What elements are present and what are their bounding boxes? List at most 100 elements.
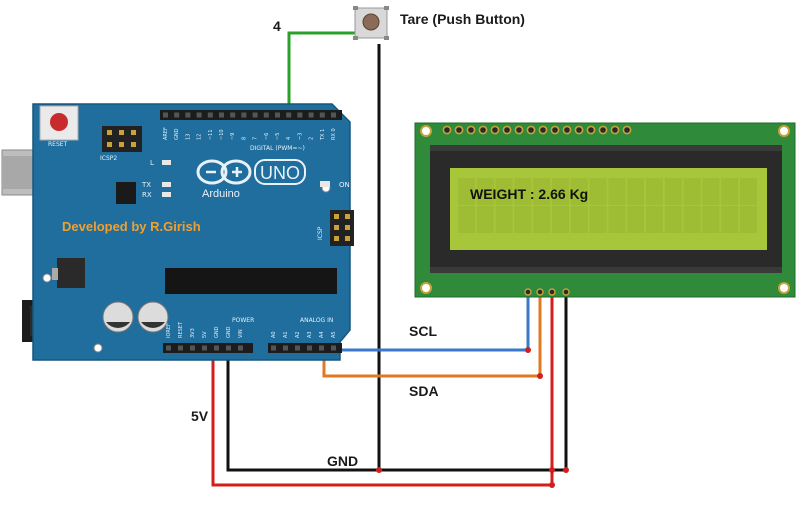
pin-label: ~10 xyxy=(219,129,225,140)
lcd-cell xyxy=(664,206,682,233)
header-pin xyxy=(166,345,171,351)
pin-label: RESET xyxy=(178,321,184,338)
wires xyxy=(211,31,569,488)
rx-led xyxy=(162,192,171,197)
header-pin xyxy=(174,112,180,118)
reset-button[interactable] xyxy=(39,105,79,141)
wire-sda xyxy=(322,292,542,378)
lcd-cell xyxy=(495,206,513,233)
lcd-cell xyxy=(514,178,532,205)
lcd-header-pin xyxy=(502,125,512,135)
header-pin xyxy=(230,112,236,118)
pin-label: 8 xyxy=(241,137,247,140)
lcd-header-pin xyxy=(598,125,608,135)
lcd-character-grid xyxy=(458,178,757,233)
lcd-header-pin xyxy=(574,125,584,135)
pin-label: A1 xyxy=(283,331,289,338)
lcd-header-pin xyxy=(514,125,524,135)
header-pin xyxy=(241,112,247,118)
lcd-cell xyxy=(514,206,532,233)
header-pin xyxy=(308,112,314,118)
pin-label: 7 xyxy=(253,137,259,140)
lcd-cell xyxy=(702,178,720,205)
pin-label: A5 xyxy=(331,331,337,338)
lcd-header-pin xyxy=(454,125,464,135)
pin-label: TX 1 xyxy=(320,129,326,141)
header-pin xyxy=(295,345,300,351)
lcd-cell xyxy=(589,178,607,205)
header-pin xyxy=(226,345,231,351)
junction-dot xyxy=(376,467,382,473)
lcd-header-pin xyxy=(466,125,476,135)
tare-label: Tare (Push Button) xyxy=(400,11,525,27)
icsp-label: ICSP xyxy=(317,226,324,240)
header-pin xyxy=(307,345,312,351)
model-name: UNO xyxy=(260,163,300,183)
reset-label: RESET xyxy=(48,141,68,148)
lcd-cell xyxy=(721,178,739,205)
lcd-header-pins xyxy=(442,125,632,296)
header-pin xyxy=(297,112,303,118)
l-led-label: L xyxy=(150,159,154,167)
header-pin xyxy=(252,112,258,118)
pin-label: 5V xyxy=(202,331,208,338)
lcd-cell xyxy=(683,178,701,205)
lcd-header-pin xyxy=(550,125,560,135)
scl-label: SCL xyxy=(409,323,437,339)
analog-header xyxy=(268,343,342,353)
lcd-header-pin xyxy=(610,125,620,135)
header-pin xyxy=(286,112,292,118)
icsp-header xyxy=(330,210,354,246)
lcd-cell xyxy=(702,206,720,233)
header-pin xyxy=(275,112,280,118)
lcd-cell xyxy=(533,206,551,233)
header-pin xyxy=(185,112,191,118)
junction-dot xyxy=(549,467,555,473)
lcd-header-pin xyxy=(538,125,548,135)
header-pin xyxy=(214,345,219,351)
lcd-cell xyxy=(570,178,588,205)
lcd-cell xyxy=(627,178,645,205)
microcontroller-chip xyxy=(165,268,337,294)
pin-label: AREF xyxy=(163,127,169,140)
i2c-pin xyxy=(524,288,532,296)
lcd-module: WEIGHT : 2.66 Kg xyxy=(414,122,796,298)
pin-label: ~9 xyxy=(230,133,236,140)
junction-dot xyxy=(563,467,569,473)
arduino-logo-icon xyxy=(196,159,252,185)
pin-label: GND xyxy=(214,326,220,338)
pin-label: 2 xyxy=(309,137,315,140)
analog-label: ANALOG IN xyxy=(300,317,333,324)
5v-label: 5V xyxy=(191,408,209,424)
pin-label: VIN xyxy=(238,329,244,338)
tx-led xyxy=(162,182,171,187)
lcd-header-pin xyxy=(622,125,632,135)
lcd-cell xyxy=(721,206,739,233)
junction-dot xyxy=(525,347,531,353)
header-pin xyxy=(196,112,202,118)
developer-credit: Developed by R.Girish xyxy=(62,219,201,234)
pin-label: 3V3 xyxy=(190,328,196,338)
push-button[interactable] xyxy=(353,6,389,40)
header-pin xyxy=(263,112,269,118)
pin-label: RX 0 xyxy=(331,128,337,140)
brand-name: Arduino xyxy=(202,188,240,200)
lcd-readout: WEIGHT : 2.66 Kg xyxy=(470,186,588,202)
lcd-cell xyxy=(589,206,607,233)
power-label: POWER xyxy=(232,317,254,324)
wire-gnd xyxy=(226,292,568,472)
usb-chip xyxy=(116,182,136,204)
wire-scl xyxy=(336,292,530,352)
pin-label: GND xyxy=(226,326,232,338)
header-pin xyxy=(202,345,207,351)
header-pin xyxy=(163,112,168,118)
pin-label: ~6 xyxy=(264,133,270,140)
lcd-cell xyxy=(683,206,701,233)
lcd-cell xyxy=(552,178,569,205)
pin-label: ~5 xyxy=(275,133,281,140)
header-pin xyxy=(271,345,276,351)
digital-label: DIGITAL (PWM=~) xyxy=(250,145,305,152)
l-led xyxy=(162,160,171,165)
